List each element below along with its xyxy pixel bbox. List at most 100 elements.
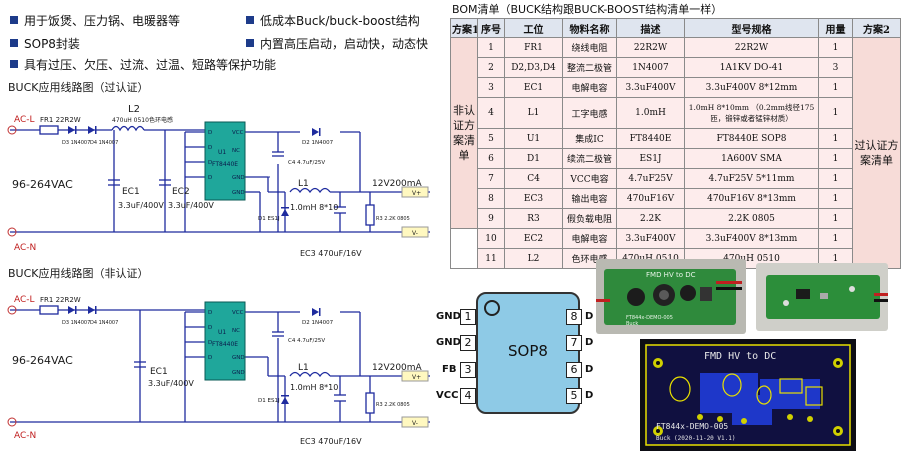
r3-label: R3 2.2K 0805	[376, 402, 410, 408]
ac-l-label: AC-L	[14, 115, 35, 125]
pin-name: VCC	[436, 390, 459, 401]
column-header: 用量	[818, 18, 853, 38]
r3-label: R3 2.2K 0805	[376, 216, 410, 222]
svg-text:D: D	[208, 130, 212, 136]
scheme1-side-label: 非认证方案清单	[450, 37, 478, 229]
svg-text:GND: GND	[232, 355, 245, 361]
d3-label: D3 1N4007	[62, 140, 90, 146]
feature-item: 用于饭煲、压力锅、电暖器等	[10, 12, 180, 29]
d2-label: D2 1N4007	[302, 140, 334, 146]
pin1-marker-icon	[484, 300, 500, 316]
board-photo-bottom	[756, 263, 888, 331]
table-header-row: 方案1 序号 工位 物料名称 描述 型号规格 用量 方案2	[450, 18, 901, 38]
photo-footer-text: Buck	[626, 321, 638, 327]
ec3-label: EC3 470uF/16V	[300, 249, 362, 258]
bullet-square-icon	[10, 39, 18, 47]
ec1-label: EC1	[150, 367, 168, 377]
bullet-square-icon	[246, 16, 254, 24]
ic-u1-label: U1	[218, 329, 226, 336]
pin-name: FB	[442, 364, 457, 375]
svg-text:D: D	[208, 310, 212, 316]
output-spec-label: 12V200mA	[372, 179, 423, 189]
c4-label: C4 4.7uF/25V	[288, 338, 325, 344]
pin-name: D	[585, 311, 594, 322]
input-voltage-label: 96-264VAC	[12, 354, 73, 367]
column-header: 工位	[504, 18, 563, 38]
pcb-footer: Buck (2020-11-20 V1.1)	[656, 435, 735, 442]
ec2-label: EC2	[172, 187, 190, 197]
ec3-label: EC3 470uF/16V	[300, 437, 362, 446]
svg-text:GND: GND	[232, 370, 245, 376]
circuit2-title: BUCK应用线路图（非认证）	[8, 267, 149, 280]
pin-name: D	[585, 337, 594, 348]
d4-label: D4 1N4007	[90, 320, 118, 326]
pcb-layout: FMD HV to DC FT844x-DEMO-005 Buck (2020-…	[640, 339, 856, 451]
svg-text:NC: NC	[232, 148, 240, 154]
pin-number: 8	[566, 309, 582, 325]
l1-label: L1	[298, 179, 309, 189]
d1-label: D1 ES1J	[258, 216, 280, 222]
pcb-title: FMD HV to DC	[704, 351, 776, 362]
vplus-label: V+	[412, 190, 421, 197]
vminus-label: V-	[412, 230, 418, 237]
vminus-label: V-	[412, 420, 418, 427]
column-header: 物料名称	[562, 18, 617, 38]
chip-package-label: SOP8	[508, 342, 548, 360]
bullet-square-icon	[246, 39, 254, 47]
l1-value-label: 1.0mH 8*10	[290, 383, 338, 392]
circuit1-title: BUCK应用线路图（过认证）	[8, 81, 149, 94]
ic-u1-label: U1	[218, 149, 226, 156]
feature-item: 内置高压启动，启动快，动态快	[246, 35, 428, 52]
pin-number: 2	[460, 335, 476, 351]
feature-item: SOP8封装	[10, 35, 80, 52]
pin-number: 7	[566, 335, 582, 351]
bullet-square-icon	[10, 60, 18, 68]
photo-code-text: FT844x-DEMO-005	[626, 315, 673, 321]
board-photo-top: FMD HV to DC FT844x-DEMO-005 Buck	[596, 259, 746, 334]
column-header: 描述	[616, 18, 685, 38]
pin-name: GND	[436, 337, 461, 348]
column-header: 方案1	[450, 18, 478, 38]
ic-part-label: FT8440E	[212, 161, 238, 168]
svg-text:VCC: VCC	[232, 130, 244, 136]
d1-label: D1 ES1J	[258, 398, 280, 404]
sop8-chip: SOP8	[476, 292, 580, 414]
l1-label: L1	[298, 363, 309, 373]
ac-n-label: AC-N	[14, 431, 36, 441]
fr1-label: FR1 22R2W	[40, 116, 81, 124]
pin-number: 4	[460, 388, 476, 404]
svg-text:D: D	[208, 355, 212, 361]
svg-text:D: D	[208, 145, 212, 151]
svg-text:NC: NC	[232, 328, 240, 334]
column-header: 序号	[477, 18, 505, 38]
pin-number: 1	[460, 309, 476, 325]
bom-title: BOM清单（BUCK结构跟BUCK-BOOST结构清单一样）	[452, 3, 723, 16]
ec2-value-label: 3.3uF/400V	[168, 201, 214, 210]
ec1-label: EC1	[122, 187, 140, 197]
svg-text:VCC: VCC	[232, 310, 244, 316]
d2-label: D2 1N4007	[302, 320, 334, 326]
svg-text:GND: GND	[232, 190, 245, 196]
ec1-value-label: 3.3uF/400V	[118, 201, 164, 210]
svg-text:D: D	[208, 325, 212, 331]
svg-text:D: D	[208, 175, 212, 181]
bullet-square-icon	[10, 16, 18, 24]
output-spec-label: 12V200mA	[372, 363, 423, 373]
c4-label: C4 4.7uF/25V	[288, 160, 325, 166]
fr1-label: FR1 22R2W	[40, 296, 81, 304]
ac-n-label: AC-N	[14, 243, 36, 253]
svg-text:GND: GND	[232, 175, 245, 181]
pin-number: 5	[566, 388, 582, 404]
